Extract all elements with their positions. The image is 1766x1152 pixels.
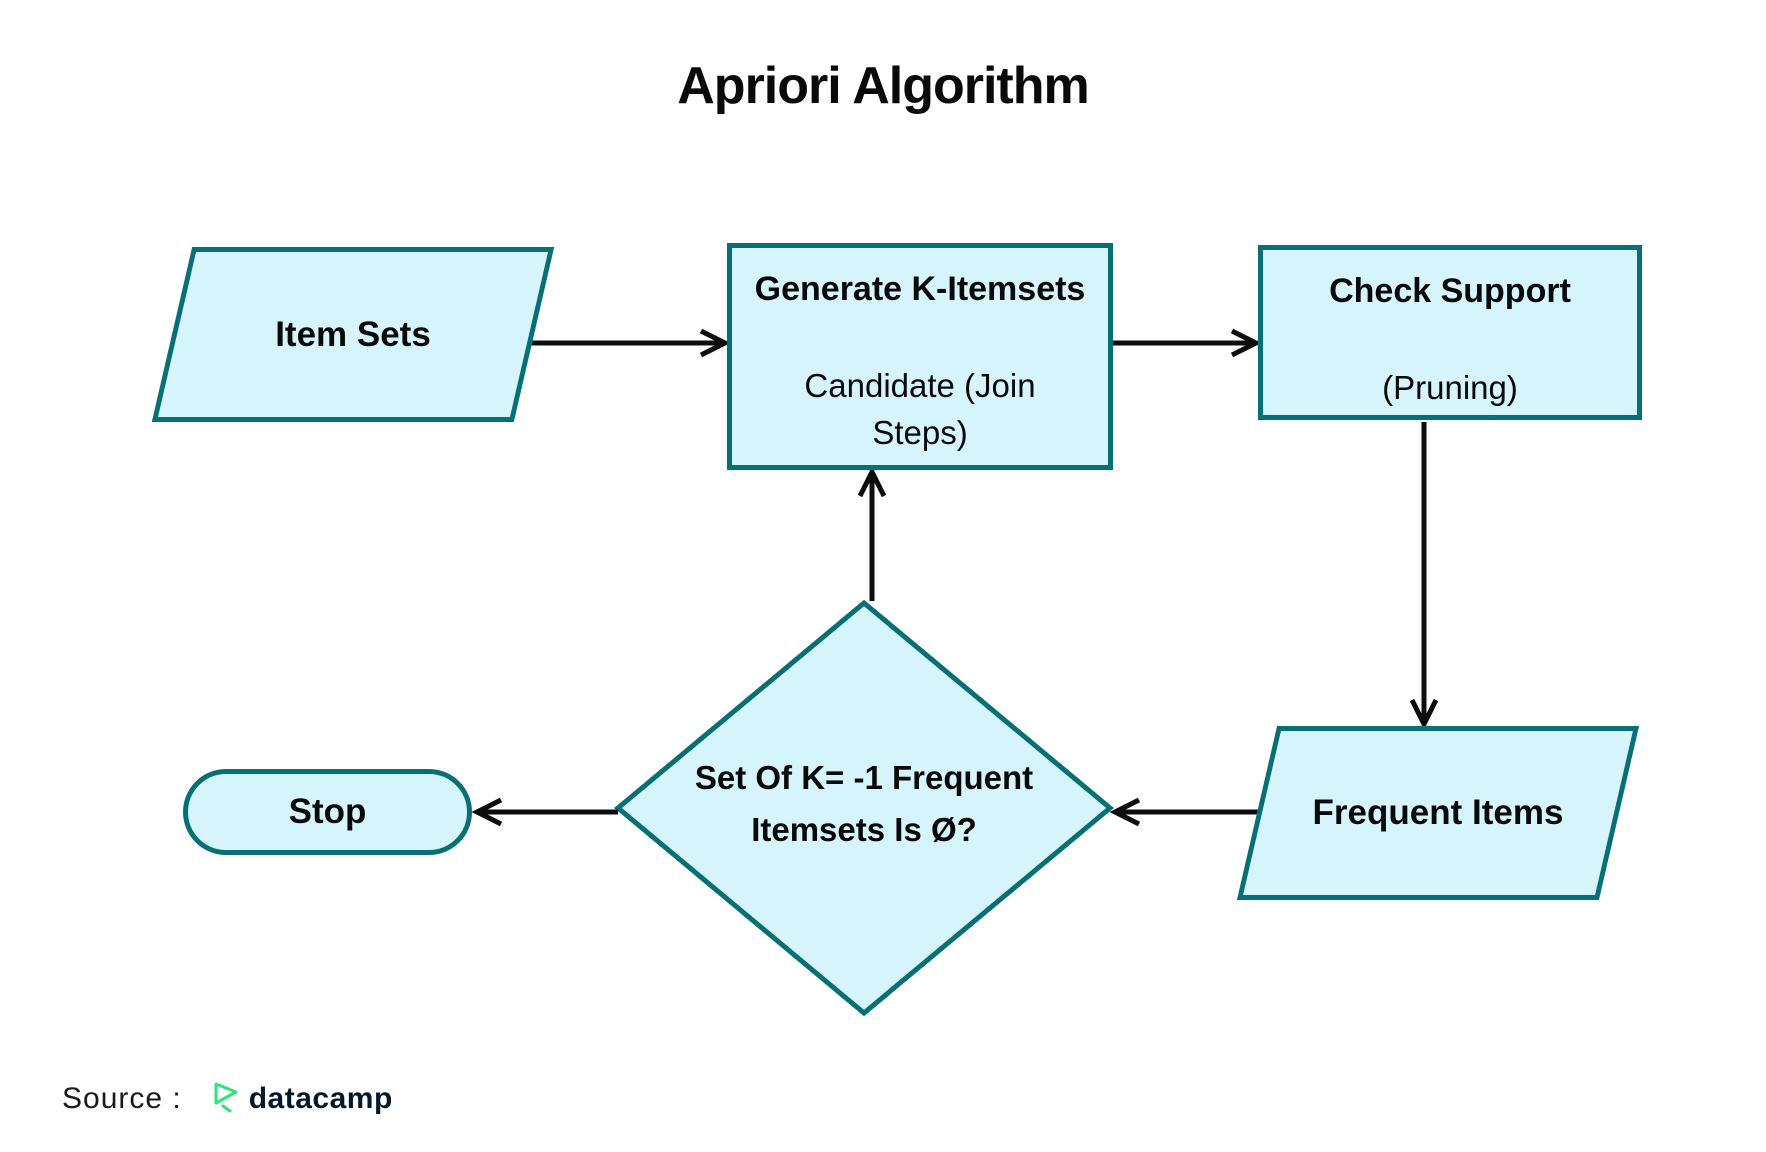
generate-k-itemsets-title: Generate K-Itemsets bbox=[754, 270, 1086, 308]
arrow-decision-to-stop bbox=[471, 797, 618, 827]
node-check-support: Check Support (Pruning) bbox=[1258, 245, 1642, 420]
datacamp-logo-icon bbox=[214, 1082, 238, 1113]
source-label: Source : bbox=[62, 1082, 182, 1115]
decision-label-line1: Set Of K= -1 Frequent bbox=[694, 759, 1034, 796]
node-stop: Stop bbox=[183, 769, 472, 855]
item-sets-label-wrap: Item Sets bbox=[177, 252, 529, 417]
arrow-check-support-to-frequent-items bbox=[1409, 422, 1439, 730]
datacamp-wordmark: datacamp bbox=[248, 1082, 393, 1115]
frequent-items-label-wrap: Frequent Items bbox=[1262, 731, 1614, 895]
check-support-subtitle: (Pruning) bbox=[1382, 369, 1518, 406]
decision-diamond-shape bbox=[614, 599, 1114, 1017]
arrow-frequent-items-to-decision bbox=[1109, 797, 1258, 827]
stop-label: Stop bbox=[288, 792, 367, 831]
decision-label-line2: Itemsets Is Ø? bbox=[751, 811, 977, 849]
item-sets-label: Item Sets bbox=[275, 314, 431, 354]
node-item-sets: Item Sets bbox=[151, 247, 555, 422]
arrow-item-sets-to-generate bbox=[528, 328, 731, 358]
check-support-title: Check Support bbox=[1329, 272, 1571, 310]
source-row: Source : datacamp bbox=[62, 1082, 393, 1116]
node-generate-k-itemsets: Generate K-Itemsets Candidate (Join Step… bbox=[727, 243, 1113, 470]
arrow-generate-to-check-support bbox=[1113, 328, 1262, 358]
frequent-items-label: Frequent Items bbox=[1312, 793, 1564, 832]
arrow-decision-to-generate bbox=[857, 466, 887, 601]
page-title: Apriori Algorithm bbox=[677, 57, 1090, 115]
generate-k-itemsets-subtitle: Candidate (Join Steps) bbox=[804, 367, 1036, 451]
node-frequent-items: Frequent Items bbox=[1236, 726, 1640, 900]
decision-label: Set Of K= -1 Frequent Itemsets Is Ø? bbox=[614, 752, 1114, 856]
datacamp-logo: datacamp bbox=[212, 1082, 393, 1116]
